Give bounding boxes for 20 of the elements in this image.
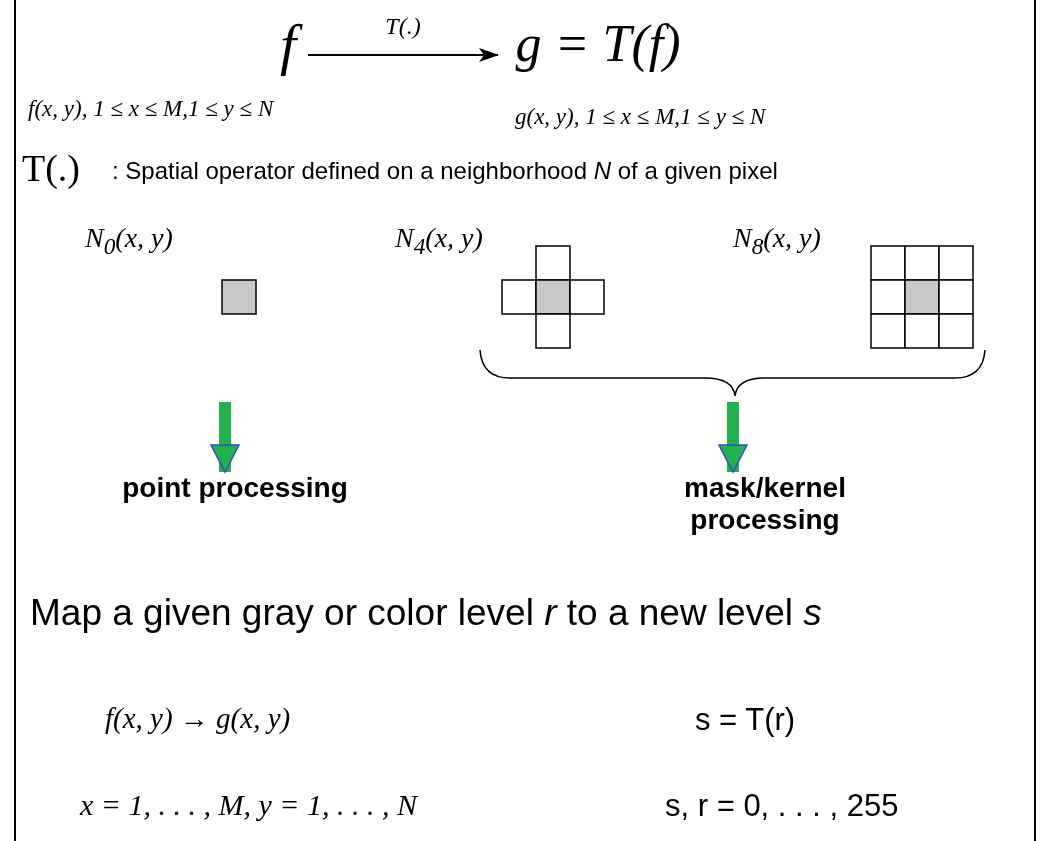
neighborhood-label: N$_{4}$(x, y) — [395, 222, 483, 260]
neighborhood-label: N$_{0}$(x, y) — [85, 222, 173, 260]
process-label: point processing — [90, 472, 380, 505]
formula-label: f(x, y), 1 ≤ x ≤ M,1 ≤ y ≤ N — [28, 96, 274, 122]
math-expression: g = T(f) — [498, 14, 698, 74]
formula-label: x = 1, . . . , M, y = 1, . . . , N — [80, 788, 418, 822]
pixel-cell — [221, 279, 257, 315]
formula-label: s, r = 0, . . . , 255 — [665, 788, 899, 824]
edge-label: T(.) — [384, 13, 422, 40]
description-text: : Spatial operator defined on a neighborhood N of a given pixel — [112, 157, 778, 185]
operator-symbol: T(.) — [22, 146, 81, 190]
process-label: mask/kernel processing — [630, 472, 900, 537]
formula-label: s = T(r) — [695, 702, 796, 738]
description-text: Map a given gray or color level r to a new level s — [30, 592, 822, 634]
neighborhood-label: N$_{8}$(x, y) — [733, 222, 821, 260]
neighborhood-grid — [870, 245, 974, 349]
neighborhood-grid — [501, 245, 605, 349]
formula-label: f(x, y) → g(x, y) — [105, 702, 291, 735]
formula-label: g(x, y), 1 ≤ x ≤ M,1 ≤ y ≤ N — [515, 104, 766, 130]
math-symbol: f — [268, 12, 308, 79]
